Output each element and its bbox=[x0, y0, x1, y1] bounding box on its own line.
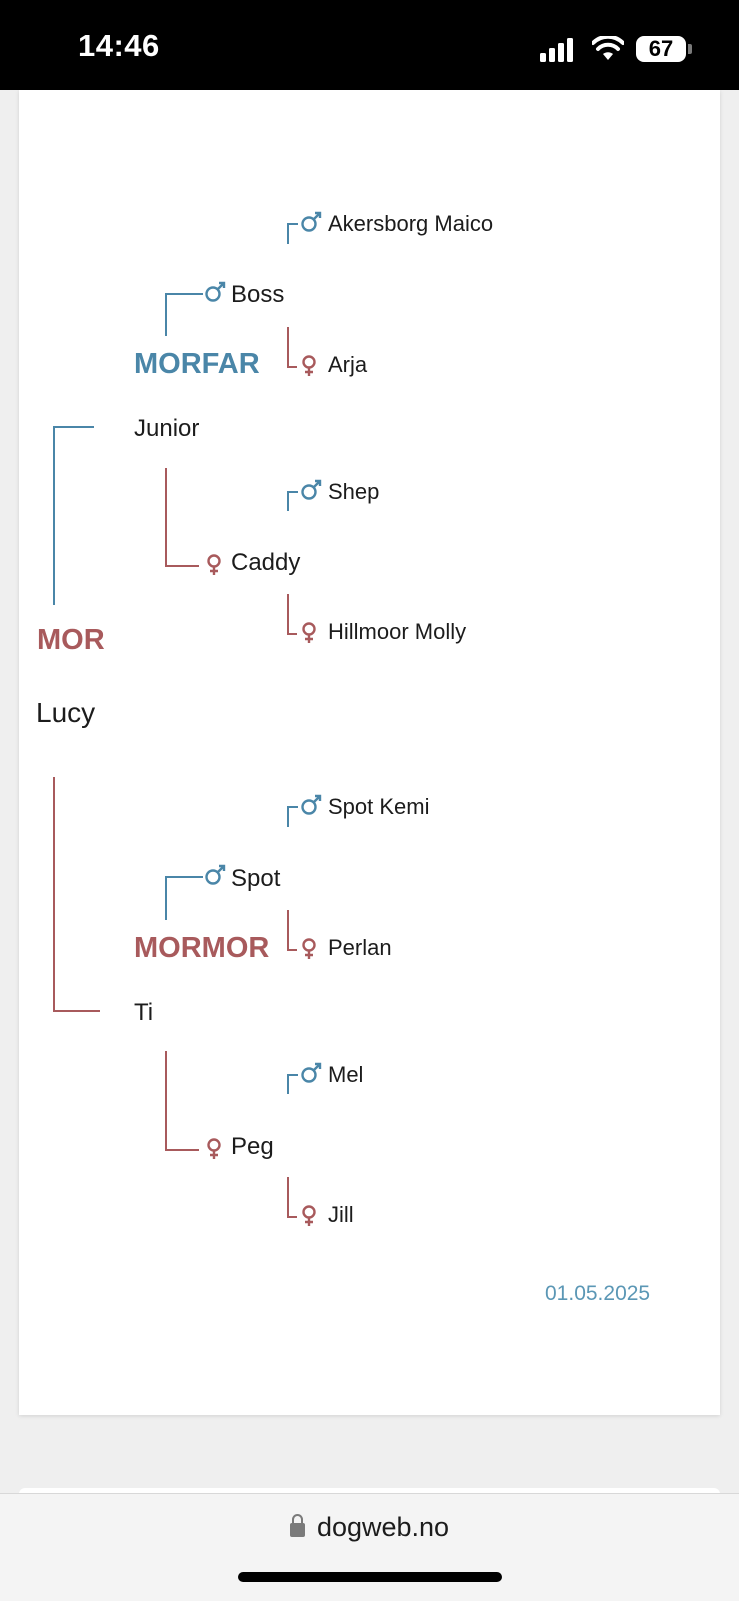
peg-mother-name[interactable]: Jill bbox=[328, 1202, 354, 1227]
browser-bottom-bar: dogweb.no bbox=[0, 1493, 739, 1601]
subject-name[interactable]: Lucy bbox=[36, 697, 96, 728]
home-indicator[interactable] bbox=[238, 1572, 502, 1582]
female-symbol-icon bbox=[302, 355, 316, 376]
address-bar[interactable]: dogweb.no bbox=[0, 1512, 739, 1543]
spot-father-name[interactable]: Spot Kemi bbox=[328, 794, 430, 819]
connector-mor-morfar bbox=[53, 426, 94, 605]
male-symbol-icon bbox=[301, 1062, 322, 1083]
connector-morfar-caddy bbox=[165, 468, 199, 567]
mormor-label: MORMOR bbox=[134, 932, 270, 964]
morfar-mother-name[interactable]: Caddy bbox=[231, 549, 301, 576]
connector-peg-father bbox=[287, 1074, 298, 1094]
connector-mor-mormor bbox=[53, 777, 100, 1012]
lock-icon bbox=[289, 1514, 305, 1537]
peg-father-name[interactable]: Mel bbox=[328, 1062, 364, 1087]
male-symbol-icon bbox=[301, 794, 322, 815]
status-bar: 14:46 67 bbox=[0, 0, 739, 90]
mor-label: MOR bbox=[37, 624, 105, 656]
male-symbol-icon bbox=[205, 281, 226, 302]
connector-caddy-father bbox=[287, 491, 298, 511]
caddy-mother-name[interactable]: Hillmoor Molly bbox=[328, 619, 467, 644]
spot-mother-name[interactable]: Perlan bbox=[328, 935, 392, 960]
female-symbol-icon bbox=[302, 938, 316, 959]
morfar-name[interactable]: Junior bbox=[134, 415, 200, 442]
connector-boss-father bbox=[287, 223, 298, 244]
connector-morfar-boss bbox=[165, 293, 203, 336]
battery-icon: 67 bbox=[636, 36, 686, 62]
morfar-father-name[interactable]: Boss bbox=[231, 281, 285, 308]
status-time: 14:46 bbox=[78, 28, 160, 63]
wifi-icon bbox=[592, 36, 624, 60]
male-symbol-icon bbox=[301, 479, 322, 500]
connector-mormor-peg bbox=[165, 1051, 199, 1151]
caddy-father-name[interactable]: Shep bbox=[328, 479, 380, 504]
mormor-father-name[interactable]: Spot bbox=[231, 865, 281, 892]
pedigree-card bbox=[19, 90, 720, 1415]
battery-tip bbox=[688, 44, 692, 54]
connector-caddy-mother bbox=[287, 594, 297, 635]
connector-spot-father bbox=[287, 806, 298, 827]
female-symbol-icon bbox=[302, 622, 316, 643]
pedigree-date: 01.05.2025 bbox=[545, 1282, 651, 1305]
cellular-signal-icon bbox=[540, 38, 573, 62]
connector-peg-mother bbox=[287, 1177, 297, 1218]
boss-father-name[interactable]: Akersborg Maico bbox=[328, 211, 494, 236]
female-symbol-icon bbox=[302, 1205, 316, 1226]
morfar-label: MORFAR bbox=[134, 348, 260, 380]
mormor-name[interactable]: Ti bbox=[134, 999, 154, 1026]
female-symbol-icon bbox=[207, 1138, 221, 1159]
url-text: dogweb.no bbox=[316, 1512, 450, 1542]
male-symbol-icon bbox=[301, 211, 322, 232]
connector-spot-mother bbox=[287, 910, 297, 951]
mormor-mother-name[interactable]: Peg bbox=[231, 1133, 274, 1160]
connector-mormor-spot bbox=[165, 876, 203, 920]
male-symbol-icon bbox=[205, 864, 226, 885]
connector-boss-mother bbox=[287, 327, 297, 368]
female-symbol-icon bbox=[207, 554, 221, 575]
boss-mother-name[interactable]: Arja bbox=[328, 352, 368, 377]
